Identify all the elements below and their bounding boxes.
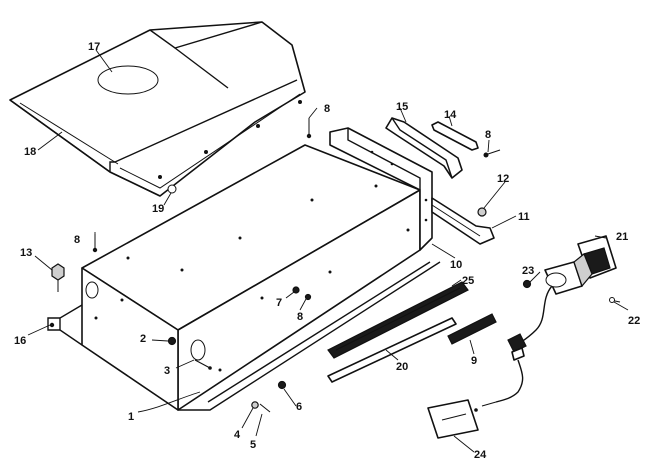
screw-top	[306, 118, 312, 139]
callout-17: 17	[88, 41, 100, 53]
handle-pad	[431, 121, 479, 151]
strip-25	[327, 281, 469, 359]
callout-20: 20	[396, 361, 408, 373]
callout-15: 15	[396, 101, 408, 113]
callout-1: 1	[128, 411, 134, 423]
bracket	[329, 127, 433, 251]
callout-6: 6	[296, 401, 302, 413]
callout-9: 9	[471, 355, 477, 367]
callout-18: 18	[24, 146, 36, 158]
seat-cover	[9, 21, 306, 197]
callout-22: 22	[628, 315, 640, 327]
callout-12: 12	[497, 173, 509, 185]
callout-14: 14	[444, 109, 457, 121]
callout-4: 4	[234, 429, 241, 441]
callout-8-top: 8	[324, 103, 330, 115]
callout-2: 2	[140, 333, 146, 345]
taillight-assembly	[522, 235, 621, 303]
callout-21: 21	[616, 231, 628, 243]
bumper-bar	[431, 197, 495, 245]
screw-handle	[483, 149, 501, 158]
reflector	[447, 313, 497, 345]
callout-11: 11	[518, 211, 530, 223]
fastener-12	[477, 207, 487, 217]
housing-rivets	[94, 184, 410, 372]
rod	[207, 261, 431, 403]
callout-16: 16	[14, 335, 26, 347]
callout-8-handle: 8	[485, 129, 491, 141]
callout-23: 23	[522, 265, 534, 277]
fastener-16	[49, 322, 55, 328]
callout-8-left: 8	[74, 234, 80, 246]
callout-24: 24	[474, 449, 487, 461]
callout-19: 19	[152, 203, 164, 215]
callout-7: 7	[276, 297, 282, 309]
seat-opening	[97, 65, 159, 95]
callout-labels: 17 18 19 8 15 14 8 12 11 10 25 21 23 22 …	[14, 41, 640, 461]
callout-8-mid: 8	[297, 311, 303, 323]
hardware-small	[167, 286, 312, 413]
callout-10: 10	[450, 259, 462, 271]
callout-25: 25	[462, 275, 474, 287]
callout-13: 13	[20, 247, 32, 259]
strip-20	[327, 317, 457, 383]
fastener-19	[167, 184, 177, 194]
leader-lines	[27, 49, 629, 453]
fastener-13	[51, 263, 65, 292]
callout-3: 3	[164, 365, 170, 377]
callout-5: 5	[250, 439, 256, 451]
wiring-harness	[427, 285, 553, 439]
handle	[385, 117, 463, 179]
pan-housing	[47, 144, 441, 411]
